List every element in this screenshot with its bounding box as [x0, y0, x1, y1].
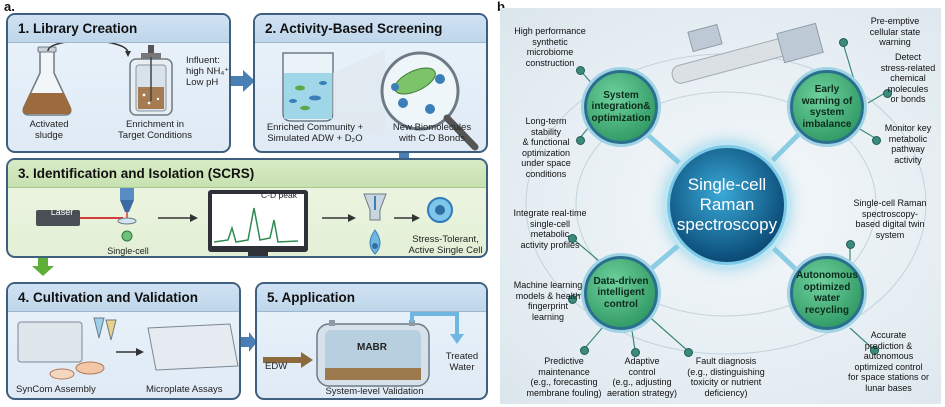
single-cell-raman-center: Single-cell Raman spectroscopy — [667, 145, 787, 265]
microplate-icon — [147, 323, 239, 371]
activity-screening-box: 2. Activity-Based Screening Enriched Com… — [253, 13, 488, 153]
preemptive-label: Pre-emptive cellular state warning — [869, 16, 921, 47]
connector-dot — [568, 234, 577, 243]
activated-sludge-label: Activated sludge — [29, 119, 69, 141]
predictive-label: Predictive maintenance (e.g., forecastin… — [526, 356, 602, 398]
single-cell-label: Single-cell — [107, 246, 149, 256]
syncom-label: SynCom Assembly — [16, 384, 96, 395]
new-biomolecules-label: New Biomolecules with C-D Bonds — [392, 122, 472, 144]
enriched-community-label: Enriched Community + Simulated ADW + D₂O — [266, 122, 364, 144]
ml-label: Machine learning models & health fingerp… — [513, 280, 583, 322]
laser-icon — [36, 210, 123, 226]
system-validation-label: System-level Validation — [325, 386, 424, 397]
application-title: 5. Application — [257, 284, 486, 312]
connector-dot — [576, 136, 585, 145]
sorter-icon — [363, 193, 387, 255]
identification-title: 3. Identification and Isolation (SCRS) — [8, 160, 486, 188]
application-illustration — [263, 312, 464, 387]
data-driven-control-node: Data-driven intelligent control — [584, 256, 658, 330]
connector-dot — [846, 240, 855, 249]
library-creation-illustration — [22, 43, 173, 116]
identification-box: 3. Identification and Isolation (SCRS) — [6, 158, 488, 258]
influent-arrow-icon — [301, 352, 313, 368]
connector-dot — [684, 348, 693, 357]
beaker-icon — [282, 52, 334, 122]
connector-dot — [883, 89, 892, 98]
early-warning-node: Early warning of system imbalance — [790, 70, 864, 144]
flask-icon — [22, 46, 72, 116]
connector-dot — [580, 346, 589, 355]
arrow-right-icon — [231, 70, 255, 92]
hp-synthetic-label: High performance synthetic microbiome co… — [514, 26, 586, 68]
objective-icon — [117, 188, 137, 242]
connector-dot — [870, 346, 879, 355]
monitor-label: Monitor key metabolic pathway activity — [884, 123, 932, 165]
magnifier-icon — [380, 51, 479, 151]
outflow-arrow-icon — [450, 334, 464, 344]
detect-label: Detect stress-related chemical molecules… — [880, 52, 936, 104]
well-plate-icon — [17, 321, 83, 363]
bioreactor-icon — [129, 45, 173, 116]
connector-dot — [631, 348, 640, 357]
cultivation-illustration — [17, 317, 239, 380]
mabr-label: MABR — [357, 342, 387, 353]
treated-water-label: Treated Water — [445, 351, 479, 373]
digital-twin-label: Single-cell Raman spectroscopy- based di… — [853, 198, 927, 240]
enrichment-label: Enrichment in Target Conditions — [118, 119, 192, 141]
microplate-label: Microplate Assays — [146, 384, 223, 395]
autonomous-recycling-node: Autonomous optimized water recycling — [790, 256, 864, 330]
monitor-icon — [208, 190, 308, 256]
activity-screening-title: 2. Activity-Based Screening — [255, 15, 486, 43]
connector-dot — [576, 66, 585, 75]
cultivation-title: 4. Cultivation and Validation — [8, 284, 239, 312]
connector-dot — [568, 295, 577, 304]
library-creation-box: 1. Library Creation Activated sludge Enr… — [6, 13, 231, 153]
library-creation-title: 1. Library Creation — [8, 15, 229, 43]
stress-tolerant-label: Stress-Tolerant, Active Single Cell — [408, 234, 483, 256]
arrow-right-small-icon — [241, 332, 257, 352]
application-box: 5. Application EDW MABR Treated Water Sy… — [255, 282, 488, 400]
edw-label: EDW — [265, 361, 288, 372]
panel-b-tag: b. — [497, 0, 509, 14]
panel-a-tag: a. — [4, 0, 15, 14]
fault-label: Fault diagnosis (e.g., distinguishing to… — [687, 356, 765, 398]
system-integration-node: System integration& optimization — [584, 70, 658, 144]
screening-illustration — [282, 49, 479, 151]
mabr-reactor-icon — [316, 320, 430, 387]
accurate-label: Accurate prediction & autonomous optimiz… — [847, 330, 930, 393]
integrate-label: Integrate real-time single-cell metaboli… — [513, 208, 587, 250]
influent-label: Influent: high NH₄⁺ Low pH — [186, 55, 230, 88]
arrow-down-green-icon — [32, 258, 54, 276]
laser-label: Laser — [50, 207, 74, 217]
tubes-icon — [93, 317, 117, 341]
identification-illustration — [36, 188, 453, 256]
adaptive-label: Adaptive control (e.g., adjusting aerati… — [606, 356, 678, 398]
petri-dish-icon — [49, 361, 105, 380]
cd-peak-label: C-D peak — [261, 190, 297, 200]
raman-concept-panel: Single-cell Raman spectroscopy System in… — [500, 8, 941, 404]
cultivation-box: 4. Cultivation and Validation SynCom Ass… — [6, 282, 241, 400]
space-station-icon — [671, 22, 824, 84]
connector-dot — [872, 136, 881, 145]
connector-dot — [839, 38, 848, 47]
long-term-label: Long-term stability & functional optimiz… — [521, 116, 571, 179]
